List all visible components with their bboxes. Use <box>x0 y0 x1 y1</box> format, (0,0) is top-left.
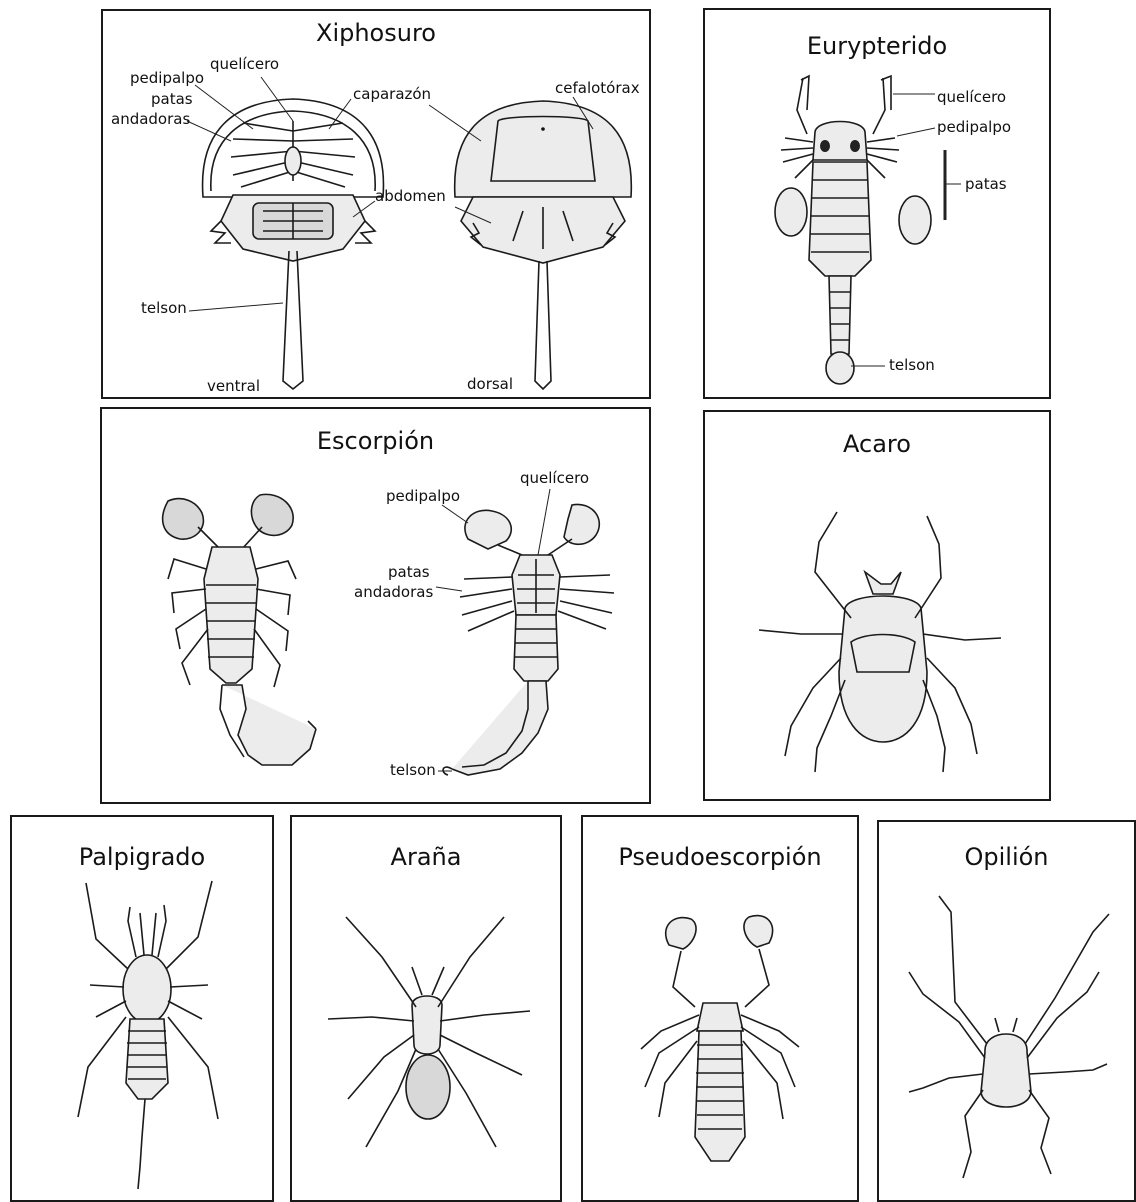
label-ventral: ventral <box>207 377 260 395</box>
panel-escorpion: Escorpión <box>100 407 651 804</box>
label-pedipalpo: pedipalpo <box>937 118 1011 136</box>
panel-opilion: Opilión <box>877 820 1136 1202</box>
label-pedipalpo: pedipalpo <box>130 69 204 87</box>
label-telson: telson <box>141 299 187 317</box>
label-caparazon: caparazón <box>353 85 431 103</box>
label-quelicero: quelícero <box>520 469 589 487</box>
palpigrado-diagram <box>12 817 272 1200</box>
escorpion-diagram: pedipalpo quelícero patas andadoras tels… <box>102 409 649 802</box>
label-cefalotorax: cefalotórax <box>555 79 640 97</box>
label-patas: patas <box>151 90 193 108</box>
tick-illustration <box>759 512 1001 772</box>
label-pedipalpo: pedipalpo <box>386 487 460 505</box>
label-quelicero: quelícero <box>937 88 1006 106</box>
label-patas: patas <box>388 563 430 581</box>
horseshoe-crab-dorsal-illustration <box>455 101 632 389</box>
spider-illustration <box>328 917 530 1147</box>
label-andadoras: andadoras <box>111 110 190 128</box>
acaro-diagram <box>705 412 1049 799</box>
panel-palpigrado: Palpigrado <box>10 815 274 1202</box>
panel-arana: Araña <box>290 815 562 1202</box>
pseudoescorpion-diagram <box>583 817 857 1200</box>
palpigrade-illustration <box>78 881 218 1189</box>
scorpion-dorsal-illustration <box>163 494 316 765</box>
horseshoe-crab-ventral-illustration <box>203 99 384 389</box>
label-patas: patas <box>965 175 1007 193</box>
opilion-diagram <box>879 822 1134 1200</box>
eurypterido-diagram: quelícero pedipalpo patas telson <box>705 10 1049 397</box>
label-dorsal: dorsal <box>467 375 513 393</box>
label-telson: telson <box>390 761 436 779</box>
panel-xiphosuro: Xiphosuro <box>101 9 651 399</box>
harvestman-illustration <box>909 896 1109 1178</box>
arana-diagram <box>292 817 560 1200</box>
pseudoscorpion-illustration <box>641 916 799 1161</box>
panel-acaro: Acaro <box>703 410 1051 801</box>
label-quelicero: quelícero <box>210 55 279 73</box>
label-abdomen: abdomen <box>375 187 446 205</box>
scorpion-ventral-illustration <box>443 504 614 775</box>
panel-pseudoescorpion: Pseudoescorpión <box>581 815 859 1202</box>
label-andadoras: andadoras <box>354 583 433 601</box>
eurypterid-illustration <box>775 76 931 384</box>
label-telson: telson <box>889 356 935 374</box>
xiphosuro-diagram: quelícero pedipalpo patas andadoras capa… <box>103 11 649 397</box>
panel-eurypterido: Eurypterido quelícero pedipalpo patas te… <box>703 8 1051 399</box>
